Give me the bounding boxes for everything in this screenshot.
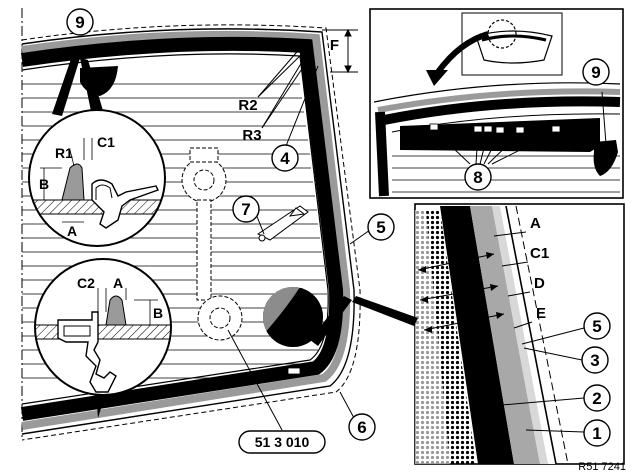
svg-text:8: 8 bbox=[473, 168, 482, 187]
mirror-mount-outline bbox=[181, 147, 243, 341]
svg-text:2: 2 bbox=[592, 389, 601, 408]
leader-6 bbox=[339, 391, 355, 419]
callout-1: 1 bbox=[583, 419, 611, 447]
callout-9-main: 9 bbox=[66, 8, 94, 36]
svg-text:9: 9 bbox=[75, 13, 84, 32]
black-frit-band bbox=[20, 36, 344, 421]
label-B-bottom: B bbox=[153, 305, 163, 321]
label-B-top: B bbox=[39, 176, 49, 192]
label-C2: C2 bbox=[77, 275, 95, 291]
label-A-top: A bbox=[67, 223, 77, 239]
callout-4: 4 bbox=[271, 144, 299, 172]
dimension-F bbox=[322, 28, 358, 74]
label-C1-top: C1 bbox=[97, 134, 115, 150]
label-C1-detail: C1 bbox=[530, 245, 549, 262]
callout-8: 8 bbox=[464, 163, 492, 191]
label-D: D bbox=[534, 275, 545, 292]
svg-text:4: 4 bbox=[280, 149, 290, 168]
label-R1: R1 bbox=[55, 145, 73, 161]
callout-7: 7 bbox=[232, 195, 260, 223]
rain-sensor-part bbox=[257, 205, 309, 242]
label-R2: R2 bbox=[238, 97, 257, 114]
label-E: E bbox=[536, 305, 546, 322]
part-number-label: 51 3 010 bbox=[238, 430, 326, 454]
svg-text:9: 9 bbox=[591, 63, 600, 82]
label-A-detail: A bbox=[530, 215, 541, 232]
leader-4 bbox=[285, 65, 319, 147]
callout-6: 6 bbox=[348, 413, 376, 441]
figure-code: R51 7241 bbox=[578, 461, 626, 473]
outer-contour bbox=[21, 24, 361, 441]
leader-5 bbox=[349, 229, 371, 245]
inset-mirror-view bbox=[369, 8, 624, 199]
label-R3: R3 bbox=[242, 127, 261, 144]
callout-9-inset: 9 bbox=[582, 58, 610, 86]
label-A-bottom: A bbox=[113, 275, 123, 291]
svg-text:51 3 010: 51 3 010 bbox=[255, 434, 310, 450]
leader-part bbox=[227, 329, 283, 431]
leader-7 bbox=[255, 213, 265, 235]
label-F: F bbox=[330, 37, 339, 54]
section-detail-bottom: C2 A B bbox=[34, 258, 172, 418]
callout-2: 2 bbox=[583, 384, 611, 412]
magnifier-circle bbox=[263, 287, 352, 347]
svg-text:5: 5 bbox=[376, 218, 385, 237]
svg-text:6: 6 bbox=[357, 418, 366, 437]
svg-text:5: 5 bbox=[592, 317, 601, 336]
svg-text:3: 3 bbox=[590, 351, 599, 370]
svg-text:7: 7 bbox=[241, 200, 250, 219]
callout-5-main: 5 bbox=[367, 213, 395, 241]
callout-5-detail: 5 bbox=[583, 312, 611, 340]
section-detail-top: R1 C1 B A bbox=[28, 56, 166, 247]
svg-text:1: 1 bbox=[592, 424, 601, 443]
callout-3: 3 bbox=[581, 346, 609, 374]
